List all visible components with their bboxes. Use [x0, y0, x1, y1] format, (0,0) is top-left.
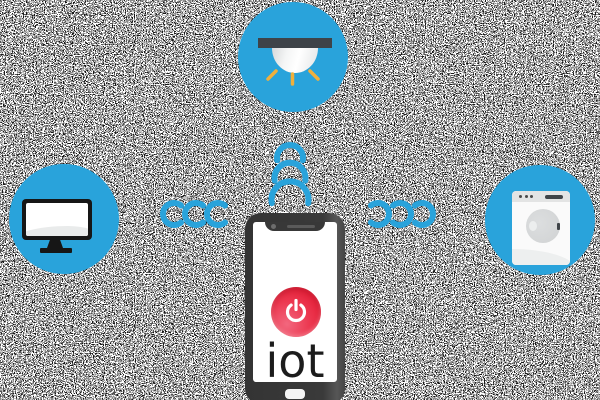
camera-icon: [271, 224, 276, 229]
washer-device-circle: [485, 165, 595, 275]
washer-control-panel: [512, 191, 570, 202]
washer-door-handle: [557, 223, 560, 230]
smartphone: iot: [245, 213, 345, 400]
wifi-signal-right-icon: [367, 200, 436, 228]
monitor-screen-shine: [26, 226, 88, 236]
phone-notch: [265, 222, 325, 231]
home-button: [285, 389, 305, 399]
speaker-icon: [287, 224, 315, 228]
washer-door-glare: [529, 221, 537, 231]
washer-display-bar: [545, 195, 563, 199]
lamp-bar: [258, 38, 332, 48]
monitor-stand-base: [40, 248, 72, 253]
power-icon: [285, 298, 307, 323]
wifi-signal-up-icon: [268, 142, 312, 207]
phone-screen: iot: [253, 222, 337, 388]
washer-door: [526, 209, 560, 243]
washer-button-dot: [519, 195, 522, 198]
monitor-stand-neck: [47, 240, 63, 248]
monitor-screen: [26, 203, 88, 236]
lamp-rays-icon: [266, 69, 320, 86]
wifi-signal-left-icon: [160, 200, 229, 228]
monitor-frame: [22, 199, 92, 240]
iot-label: iot: [265, 334, 325, 388]
power-button: [271, 287, 321, 337]
washer-shading: [512, 249, 570, 265]
washing-machine-icon: [512, 191, 570, 265]
washer-button-dot: [524, 195, 528, 198]
monitor-device-circle: [9, 164, 119, 274]
lamp-device-circle: [238, 2, 348, 112]
washer-button-dot: [530, 195, 533, 198]
